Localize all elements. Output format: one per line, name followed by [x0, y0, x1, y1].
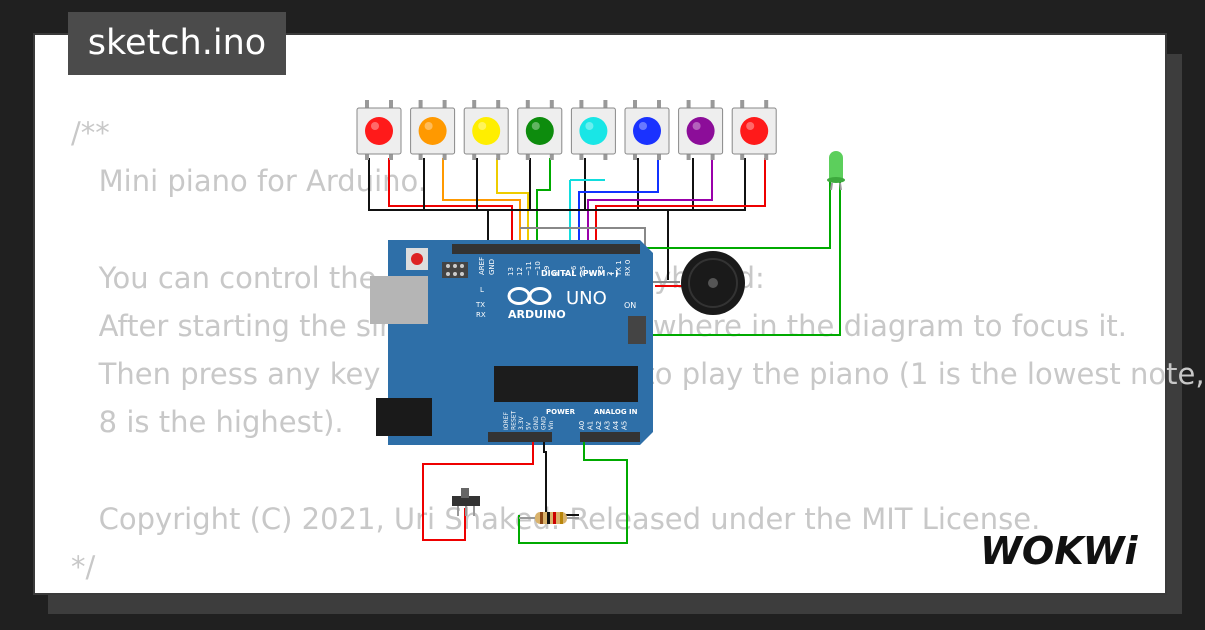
code-line: */	[71, 549, 96, 584]
code-line: /**	[71, 116, 110, 150]
led-tx-label: TX	[475, 301, 485, 309]
pin-label: GND	[533, 416, 540, 430]
pushbutton-6[interactable]	[624, 100, 670, 160]
pushbutton-4[interactable]	[517, 100, 563, 160]
icsp-header-right	[628, 316, 646, 344]
model-label: UNO	[566, 288, 607, 309]
usb-port	[370, 276, 428, 324]
code-editor[interactable]: /** Mini piano for Arduino. You can cont…	[71, 109, 1205, 591]
pin-label: ~11	[525, 261, 533, 276]
brand-label: ARDUINO	[508, 308, 566, 321]
pin-label: GND	[541, 416, 548, 430]
on-label: ON	[624, 301, 636, 310]
file-tab[interactable]: sketch.ino	[68, 12, 286, 75]
pushbutton-1[interactable]	[356, 100, 402, 160]
pin-label: ~9	[543, 266, 551, 276]
pin-label: 13	[507, 267, 515, 276]
digital-label: DIGITAL (PWM ~)	[541, 269, 619, 278]
pin-label: A0	[578, 421, 586, 430]
pin-label: 12	[516, 267, 524, 276]
pin-label: ~5	[579, 266, 587, 276]
pin-label: 3.3V	[518, 415, 525, 430]
pushbutton-2[interactable]	[410, 100, 456, 160]
analog-label: ANALOG IN	[594, 408, 638, 416]
resistor	[519, 512, 579, 524]
pin-label: RESET	[511, 410, 518, 430]
pin-label: Vin	[548, 420, 555, 430]
pin-label: RX 0	[624, 260, 632, 276]
led-rx-label: RX	[476, 311, 486, 319]
pin-label: 7	[561, 272, 569, 276]
code-line: 8 is the highest).	[71, 405, 344, 440]
green-led[interactable]	[827, 151, 845, 191]
pin-label: ~6	[570, 265, 578, 276]
digital-header	[452, 244, 640, 254]
pin-label: A2	[595, 421, 603, 430]
code-line: Mini piano for Arduino.	[71, 164, 427, 199]
led-l-label: L	[480, 286, 484, 294]
analog-header	[580, 432, 640, 442]
aref-label: AREF	[478, 257, 486, 275]
power-jack	[376, 398, 432, 436]
pin-label: A1	[587, 421, 595, 430]
pushbutton-3[interactable]	[463, 100, 509, 160]
pin-label: TX 1	[615, 260, 623, 277]
bottom-wires	[422, 442, 628, 544]
pin-label: A3	[604, 421, 612, 430]
pin-label: 4	[588, 271, 596, 276]
slide-switch[interactable]	[452, 488, 480, 516]
pin-label: 5V	[526, 421, 533, 430]
pushbutton-7[interactable]	[678, 100, 724, 160]
icsp-header-top	[442, 262, 468, 278]
arduino-logo	[507, 287, 552, 305]
arduino-uno-board[interactable]: DIGITAL (PWM ~) ON L TX RX ARDUINO UNO P…	[370, 240, 653, 445]
pin-label: ~3	[597, 266, 605, 276]
wokwi-logo-text: WOKWi	[980, 529, 1139, 573]
pin-label: A4	[612, 420, 620, 430]
piano-buttons[interactable]	[356, 100, 777, 160]
power-label: POWER	[546, 408, 576, 416]
pin-label: 8	[552, 272, 560, 276]
wokwi-logo: WOKWi	[980, 529, 1139, 573]
buzzer[interactable]	[681, 251, 745, 315]
pin-label: A5	[621, 421, 629, 430]
pin-label: IOREF	[503, 412, 510, 430]
gnd-label: GND	[488, 259, 496, 275]
code-line: Copyright (C) 2021, Uri Shaked. Released…	[98, 501, 1041, 536]
pushbutton-8[interactable]	[731, 100, 777, 160]
atmega-chip	[494, 366, 638, 402]
pin-label: ~10	[534, 261, 542, 276]
power-header	[488, 432, 552, 442]
pin-label: 2	[606, 272, 614, 276]
pushbutton-5[interactable]	[570, 100, 616, 160]
